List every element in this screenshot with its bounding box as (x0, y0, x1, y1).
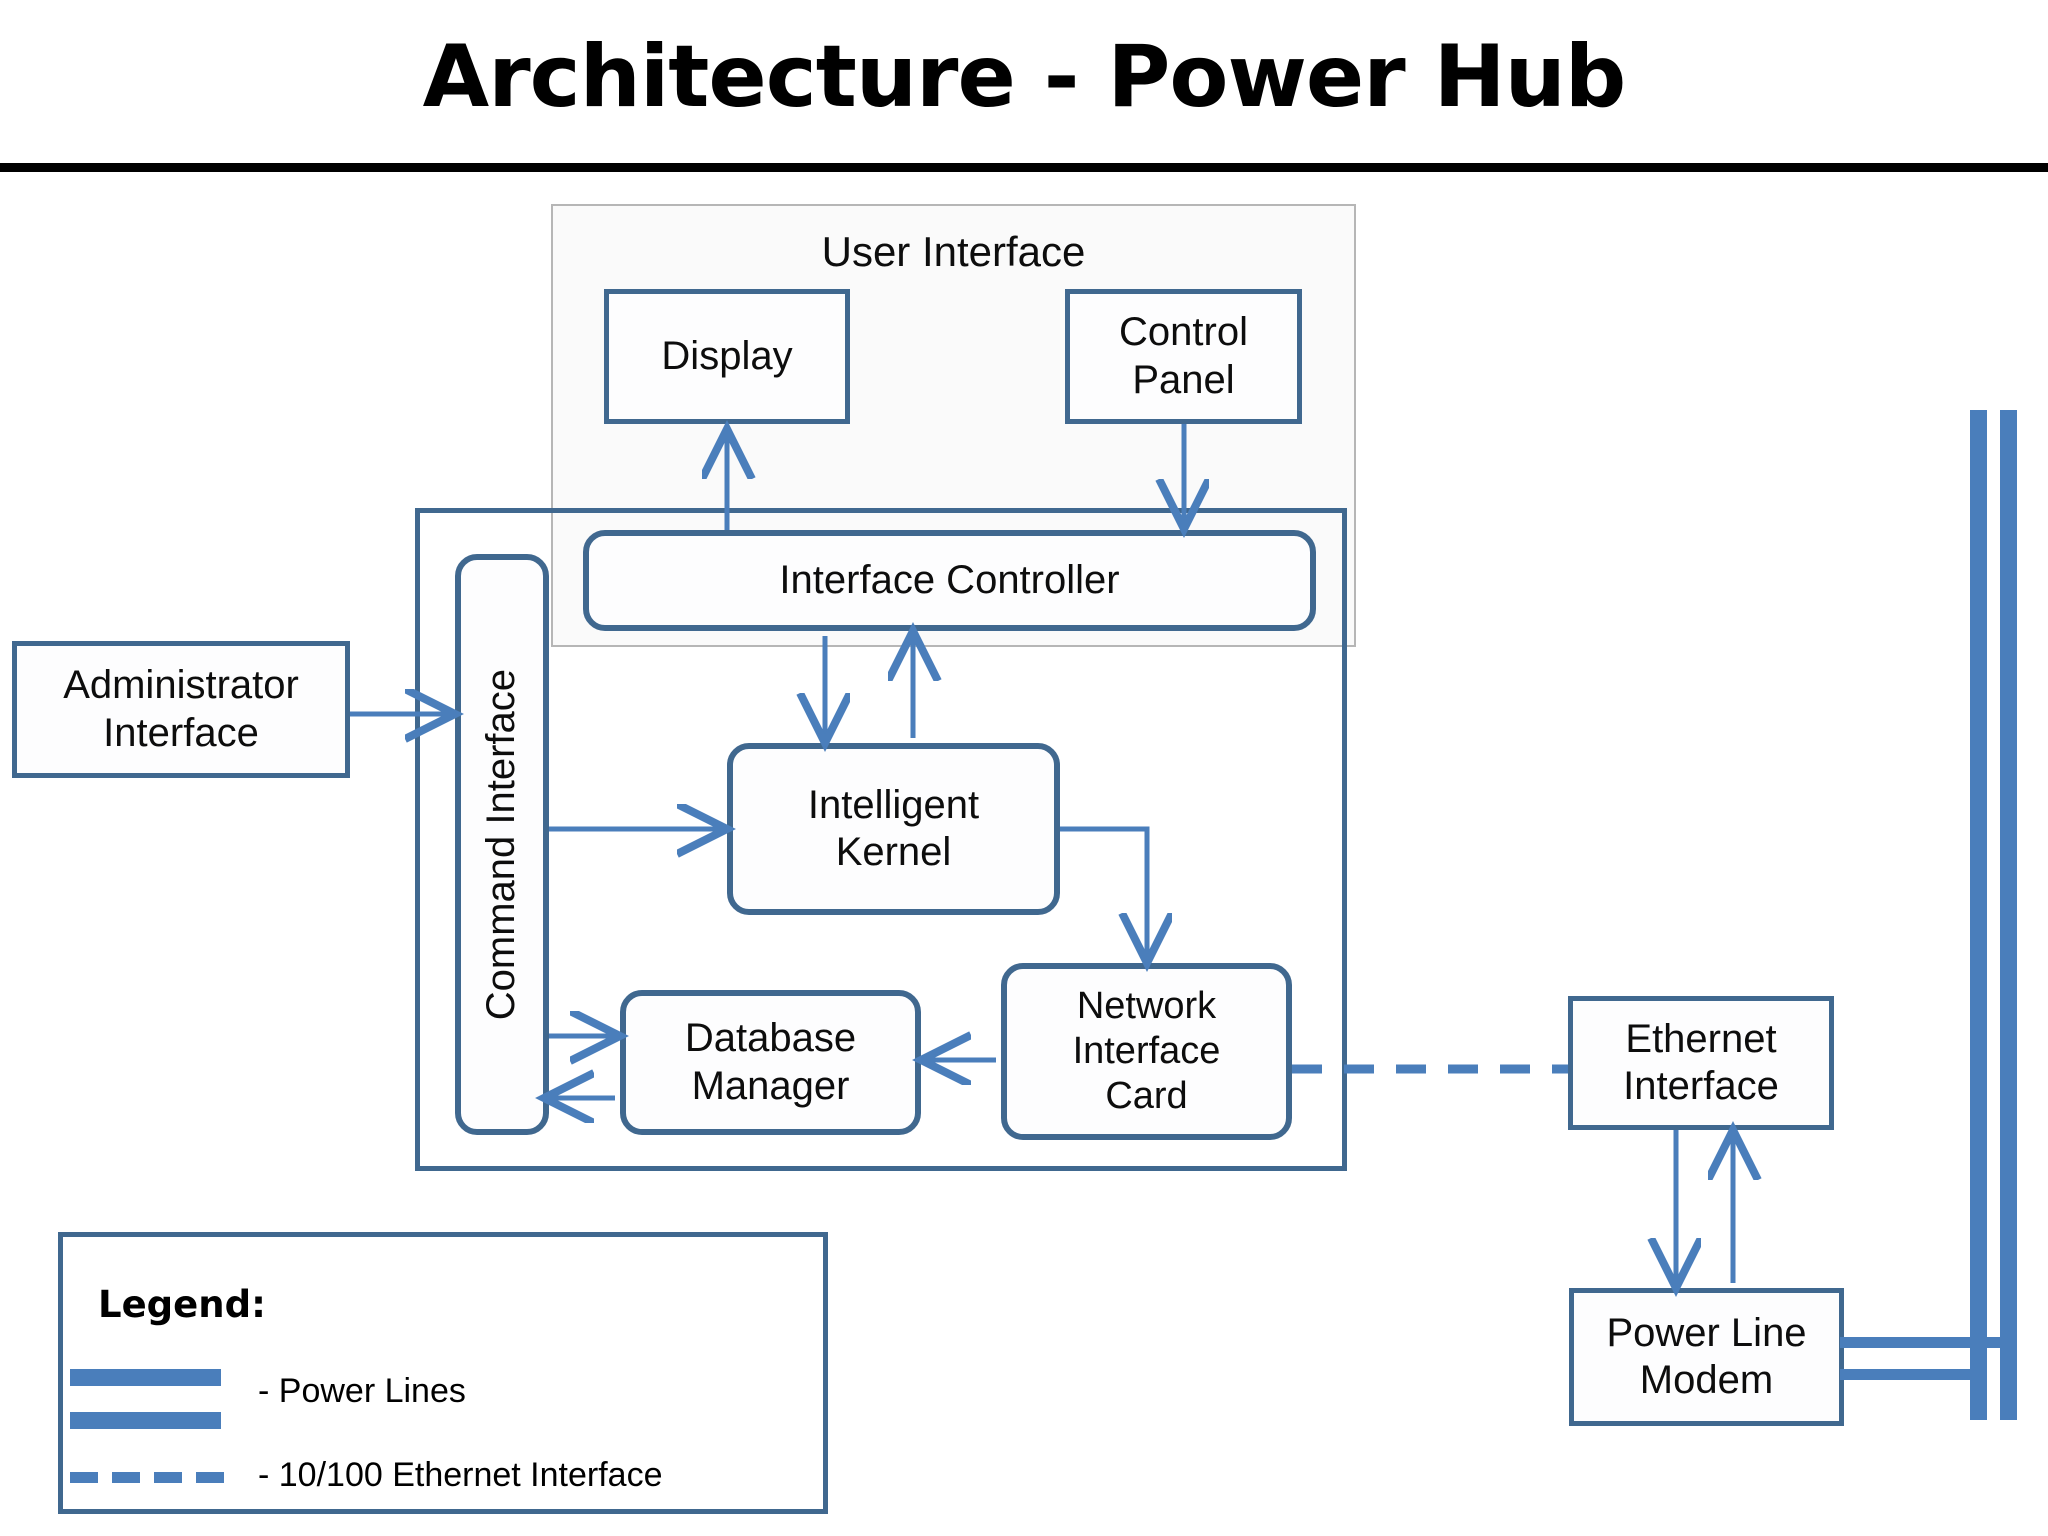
nic-label-line3: Card (1105, 1074, 1188, 1117)
power-line-modem-box[interactable]: Power Line Modem (1569, 1288, 1844, 1426)
database-manager-label-line2: Manager (691, 1063, 850, 1108)
control-panel-box[interactable]: Control Panel (1065, 289, 1302, 424)
legend-power-lines-label: - Power Lines (258, 1372, 466, 1410)
page-title: Architecture - Power Hub (422, 27, 1627, 127)
intelligent-kernel-label-line2: Kernel (835, 830, 952, 874)
display-label: Display (661, 333, 793, 378)
power-line-vertical-left (1970, 410, 1987, 1420)
power-line-modem-feed-bottom (1840, 1369, 1986, 1380)
command-interface-label: Command Interface (479, 668, 524, 1021)
legend-dash-segment (196, 1472, 224, 1483)
power-line-modem-label-line1: Power Line (1606, 1310, 1807, 1355)
nic-label-line2: Interface (1072, 1030, 1221, 1073)
administrator-interface-label-line1: Administrator (63, 663, 299, 708)
intelligent-kernel-box[interactable]: Intelligent Kernel (727, 743, 1060, 915)
legend-dash-segment (70, 1472, 98, 1483)
power-line-modem-label-line2: Modem (1639, 1358, 1774, 1402)
legend-dash-segment (112, 1472, 140, 1483)
database-manager-label-line1: Database (684, 1016, 857, 1061)
power-line-modem-feed-top (1840, 1337, 2017, 1348)
legend-box (58, 1232, 828, 1514)
legend-ethernet-swatch (70, 1472, 225, 1483)
administrator-interface-label-line2: Interface (103, 710, 259, 755)
network-interface-card-box[interactable]: Network Interface Card (1001, 963, 1292, 1140)
legend-power-line-swatch-bottom (70, 1412, 221, 1429)
interface-controller-box[interactable]: Interface Controller (583, 530, 1316, 631)
database-manager-box[interactable]: Database Manager (620, 990, 921, 1135)
power-line-vertical-right (2000, 410, 2017, 1420)
intelligent-kernel-label-line1: Intelligent (807, 782, 980, 827)
ethernet-interface-label-line1: Ethernet (1625, 1016, 1777, 1061)
interface-controller-label: Interface Controller (779, 557, 1120, 602)
nic-label-line1: Network (1076, 985, 1217, 1028)
legend-dash-segment (154, 1472, 182, 1483)
control-panel-label-line2: Panel (1132, 357, 1235, 402)
ethernet-interface-box[interactable]: Ethernet Interface (1568, 996, 1834, 1130)
user-interface-panel-label: User Interface (821, 228, 1086, 275)
legend-power-line-swatch-top (70, 1369, 221, 1386)
ethernet-interface-label-line2: Interface (1623, 1064, 1779, 1108)
title-divider (0, 163, 2048, 172)
administrator-interface-box[interactable]: Administrator Interface (12, 641, 350, 778)
command-interface-box[interactable]: Command Interface (455, 554, 549, 1135)
control-panel-label-line1: Control (1119, 310, 1248, 355)
legend-title: Legend: (98, 1283, 266, 1326)
power-hub-container (415, 508, 1347, 1171)
legend-ethernet-label: - 10/100 Ethernet Interface (258, 1456, 663, 1494)
display-box[interactable]: Display (604, 289, 850, 424)
